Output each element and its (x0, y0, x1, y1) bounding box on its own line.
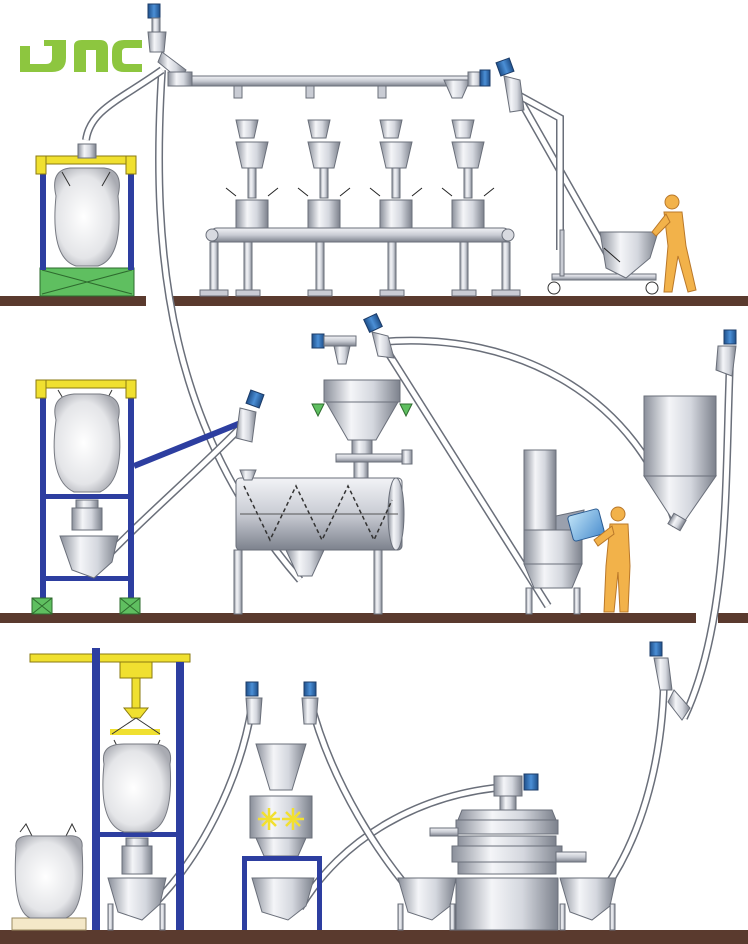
mobile-cart-hopper (547, 229, 659, 295)
worker-icon (651, 194, 697, 293)
bag-dump-station (523, 449, 585, 615)
filler-station-4 (441, 119, 495, 229)
bulk-bag-station-top (35, 143, 137, 297)
filler-station-3 (369, 119, 423, 229)
right-inlet-heads (649, 329, 737, 721)
bulk-bag-icon (53, 393, 121, 493)
bulk-bag-icon (54, 167, 120, 267)
floor-top-right (170, 296, 748, 306)
motor-icon (479, 69, 491, 87)
bulk-bag-discharger-middle (31, 379, 250, 615)
floor-top-left (0, 296, 146, 306)
delumper-mill (242, 743, 322, 930)
hoist-bag-discharger (29, 648, 191, 931)
bottom-inlet-heads (245, 681, 319, 725)
floor-slabs (0, 296, 748, 944)
filler-station-2 (297, 119, 351, 229)
top-right-inlet-head (495, 57, 525, 113)
bulk-bag-icon (11, 822, 87, 931)
hopper-icon (599, 231, 659, 279)
hopper-icon (559, 877, 617, 931)
mixer-icon (243, 484, 393, 542)
filler-station-1 (225, 119, 279, 229)
floor-middle-right (718, 613, 748, 623)
tube-inlet-to-hopper (306, 699, 429, 911)
tube-right-hopper-up (586, 663, 669, 911)
hopper-icon (397, 877, 457, 931)
silo-icon (643, 395, 717, 532)
dnc-logo (20, 40, 142, 72)
horizontal-ribbon-mixer (233, 469, 405, 615)
floor-bottom (0, 930, 748, 944)
vacuum-receiver (311, 379, 413, 479)
sifter-icon (429, 773, 587, 931)
rotor-icon (258, 808, 304, 830)
top-distribution-header (167, 69, 491, 99)
middle-inlet-heads (311, 313, 395, 365)
floor-middle (0, 613, 696, 623)
top-inlet-head (147, 3, 193, 87)
middle-incline-head (235, 389, 265, 443)
filling-line (199, 119, 521, 297)
worker-icon (567, 506, 631, 613)
